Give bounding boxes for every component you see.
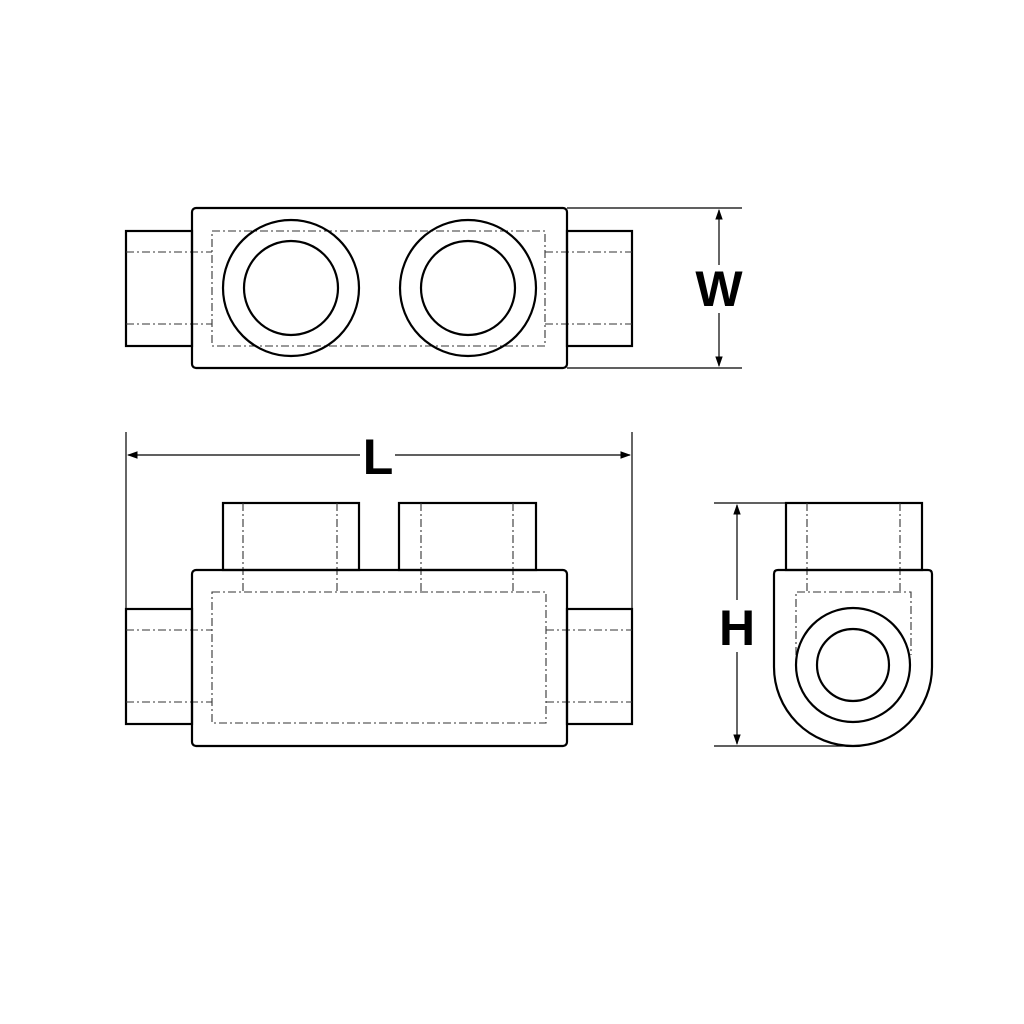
- side-port-outer: [794, 606, 912, 724]
- top-inner-cavity: [211, 230, 546, 347]
- top-right-stub: [565, 229, 634, 348]
- top-view: [124, 206, 742, 370]
- side-body: [772, 568, 934, 748]
- side-view: [714, 501, 934, 748]
- front-body: [190, 568, 569, 748]
- port-1-outer: [221, 218, 361, 358]
- length-dimension-label: L: [363, 429, 394, 485]
- port-2-outer: [398, 218, 538, 358]
- front-right-stub: [565, 607, 634, 726]
- height-dimension-label: H: [719, 600, 755, 656]
- front-view: [124, 432, 634, 748]
- front-left-stub: [124, 607, 194, 726]
- top-body: [190, 206, 569, 370]
- port-2-inner: [419, 239, 517, 337]
- front-inner-cavity: [211, 591, 547, 724]
- port-1-inner: [242, 239, 340, 337]
- width-dimension-label: W: [695, 261, 743, 317]
- side-port-stub: [784, 501, 924, 572]
- top-left-stub: [124, 229, 194, 348]
- front-port-2: [397, 501, 538, 572]
- side-inner-cavity: [795, 591, 912, 655]
- side-port-inner: [815, 627, 891, 703]
